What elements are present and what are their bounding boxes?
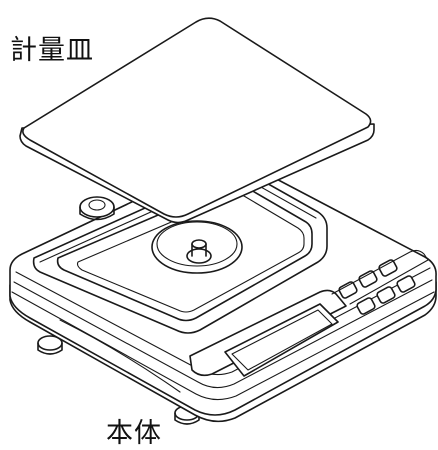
weighing-pan-label: 計量皿	[10, 35, 94, 66]
scale-body	[9, 159, 437, 425]
key-button	[338, 281, 358, 299]
key-button	[378, 259, 398, 277]
key-button	[356, 297, 376, 315]
lcd-display	[224, 303, 339, 377]
keypad	[338, 259, 416, 315]
weighing-pan	[19, 17, 375, 224]
key-button	[358, 270, 378, 288]
foot-front-side	[174, 412, 200, 425]
main-body-label: 本体	[106, 418, 162, 449]
foot-left-side	[37, 342, 63, 355]
key-button	[376, 286, 396, 304]
key-button	[396, 275, 416, 293]
